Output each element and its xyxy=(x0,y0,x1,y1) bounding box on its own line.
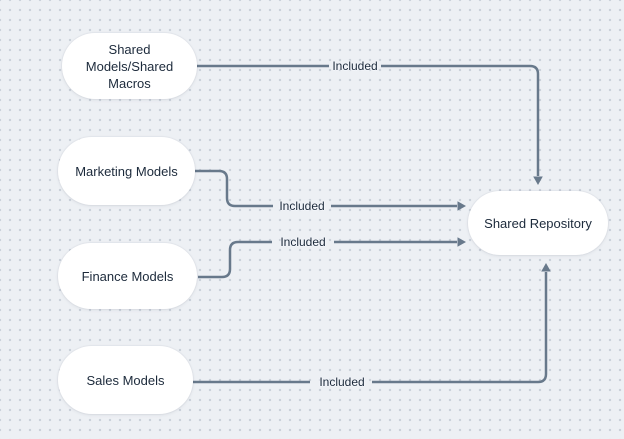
node-marketing-models[interactable]: Marketing Models xyxy=(58,137,195,205)
connector-segment xyxy=(381,64,540,176)
connector-segment xyxy=(198,240,272,279)
node-label: Finance Models xyxy=(81,268,174,284)
node-label: Shared Repository xyxy=(484,215,592,231)
arrowhead-right-icon xyxy=(457,237,466,247)
connector-shared-models-to-repository xyxy=(197,64,543,185)
connector-segment xyxy=(195,169,273,208)
edge-label-included-marketing: Included xyxy=(279,199,325,213)
edge-label-included-sales: Included xyxy=(319,375,365,389)
arrowhead-right-icon xyxy=(457,201,466,211)
node-sales-models[interactable]: Sales Models xyxy=(58,346,193,414)
node-label: Shared Models/Shared Macros xyxy=(85,41,174,91)
edge-label-included-shared-models: Included xyxy=(332,59,378,73)
connector-segment xyxy=(372,272,548,384)
node-label: Sales Models xyxy=(86,372,165,388)
node-finance-models[interactable]: Finance Models xyxy=(58,243,197,309)
connector-sales-to-repository xyxy=(193,263,551,384)
node-shared-models-shared-macros[interactable]: Shared Models/Shared Macros xyxy=(62,33,197,99)
connector-marketing-to-repository xyxy=(195,169,466,211)
edge-label-included-finance: Included xyxy=(280,235,326,249)
connector-finance-to-repository xyxy=(198,237,466,279)
arrowhead-up-icon xyxy=(541,263,551,272)
node-label: Marketing Models xyxy=(75,163,178,179)
arrowhead-down-icon xyxy=(533,176,543,185)
node-shared-repository[interactable]: Shared Repository xyxy=(468,191,608,255)
